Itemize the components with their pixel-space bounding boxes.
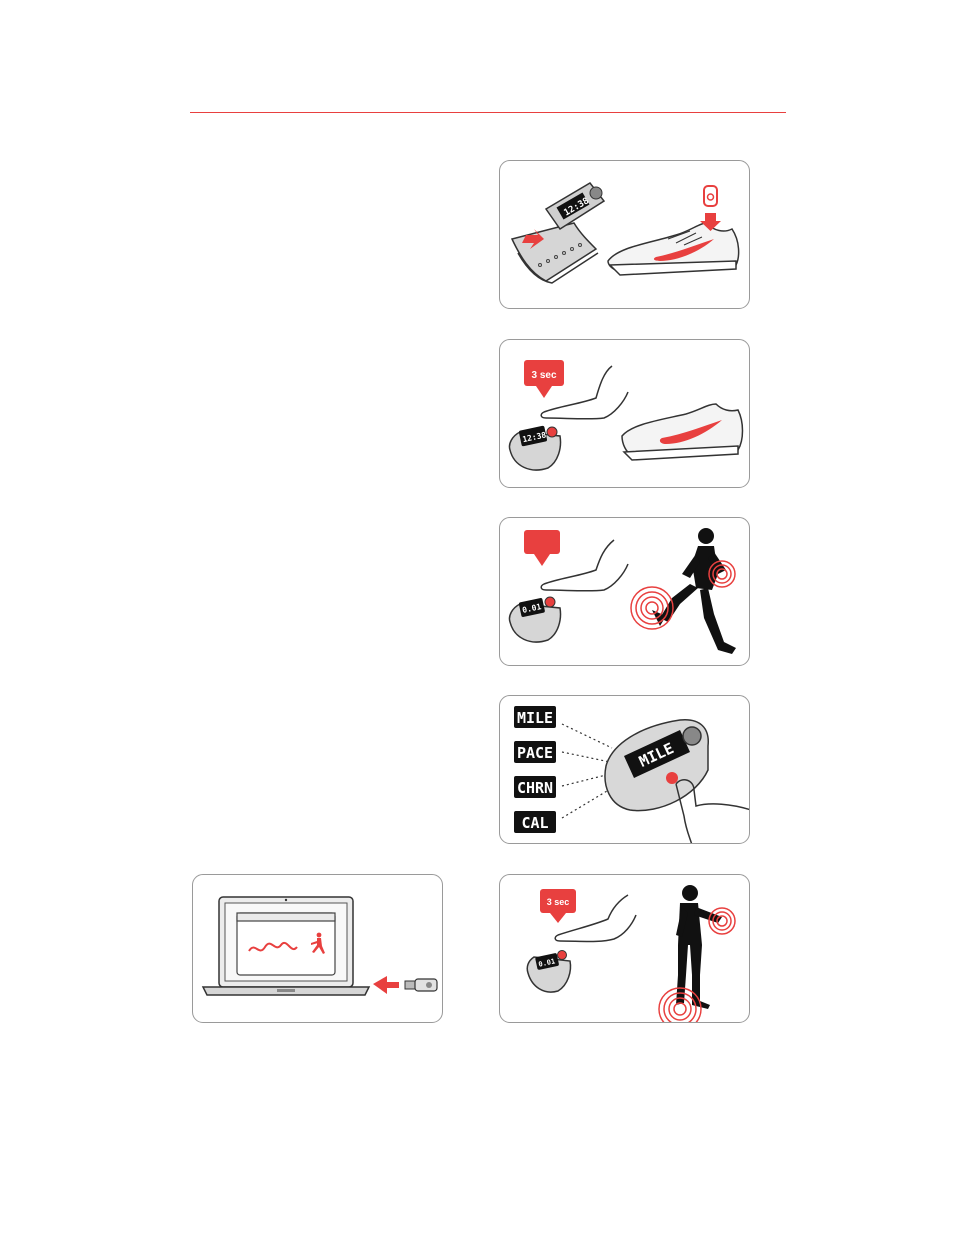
metrics-illustration: MILE PACE CHRN CAL MILE	[499, 695, 750, 844]
hold-label: 3 sec	[547, 897, 570, 907]
hold-badge: 3 sec	[524, 360, 564, 398]
hold-label: 3 sec	[531, 370, 556, 381]
sportband-icon: 0.01	[509, 597, 560, 642]
end-illustration: 3 sec 0.01	[499, 874, 750, 1023]
metric-mile: MILE	[514, 706, 556, 728]
standing-person-icon	[676, 885, 722, 1009]
sync-illustration	[192, 874, 443, 1023]
band-signal-icon	[709, 561, 735, 587]
metric-pace: PACE	[514, 741, 556, 763]
run-illustration: 0.01	[499, 517, 750, 666]
left-arrow-icon	[373, 976, 399, 994]
shoe-icon	[608, 223, 739, 275]
usb-icon	[405, 979, 437, 991]
metric-chrn: CHRN	[514, 776, 556, 798]
metric-label: PACE	[517, 744, 553, 762]
metric-cal: CAL	[514, 811, 556, 833]
link-illustration: 3 sec 12:38	[499, 339, 750, 488]
header-rule	[190, 112, 786, 113]
laptop-icon	[203, 897, 369, 995]
metric-label: MILE	[517, 709, 553, 727]
press-badge	[524, 530, 560, 566]
metric-label: CHRN	[517, 779, 553, 797]
sportband-icon: 0.01	[527, 951, 570, 993]
sportband-icon: MILE	[605, 720, 708, 811]
hold-badge: 3 sec	[540, 889, 576, 923]
band-signal-icon	[709, 908, 735, 934]
metric-label: CAL	[521, 814, 548, 832]
install-illustration: 12:38	[499, 160, 750, 309]
sportband-icon: 12:38	[512, 183, 604, 283]
sportband-icon: 12:38	[509, 425, 560, 470]
sensor-icon	[704, 186, 717, 206]
shoe-icon	[622, 404, 743, 460]
